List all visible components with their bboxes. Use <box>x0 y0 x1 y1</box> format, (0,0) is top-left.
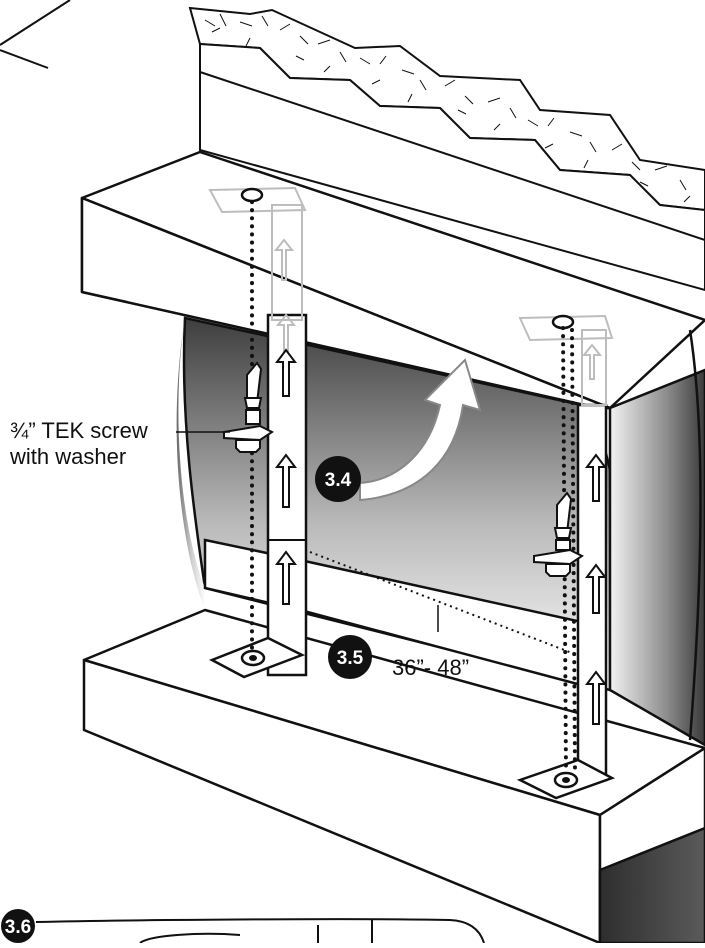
drill-lines <box>250 200 577 774</box>
step-badge-3-4: 3.4 <box>315 456 361 502</box>
right-wall-edge <box>688 329 702 741</box>
spacing-label: 36”- 48” <box>392 655 469 680</box>
upper-channel <box>80 150 705 410</box>
partial-outline-topleft <box>0 0 71 69</box>
screw-label-line1: ¾” TEK screw <box>10 418 148 443</box>
base-plate-right <box>516 758 616 800</box>
step-badge-3-6: 3.6 <box>1 909 35 943</box>
screw-left <box>223 361 274 453</box>
step-label-3-6: 3.6 <box>5 917 31 938</box>
screw-right <box>533 491 584 577</box>
step-badge-3-5: 3.5 <box>328 635 372 679</box>
step-label-3-4: 3.4 <box>325 470 352 491</box>
wall-face <box>199 42 705 292</box>
spacing-annotation <box>309 551 573 654</box>
ghost-guides <box>208 186 614 406</box>
base-plate-left <box>209 636 306 679</box>
wall-edge-line <box>199 71 705 241</box>
rotate-arrow <box>359 358 482 502</box>
ceiling-texture <box>188 6 705 212</box>
inset-outline-bottom <box>35 918 485 944</box>
up-arrows <box>275 348 607 725</box>
step-label-3-5: 3.5 <box>337 648 364 669</box>
screw-label-line2: with washer <box>9 444 126 469</box>
